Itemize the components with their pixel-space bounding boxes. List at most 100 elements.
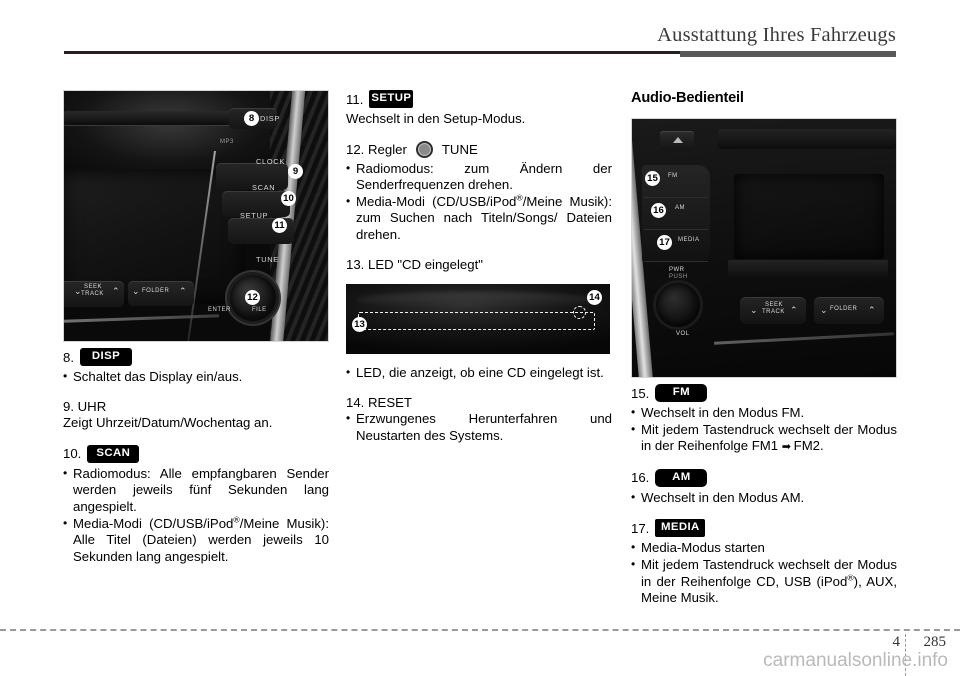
photo-label-vol: VOL — [676, 331, 690, 337]
head-unit-photo: DISP MP3 CLOCK SCAN SETUP TUNE SEEK TRAC… — [63, 90, 329, 342]
cd-slot-photo: 13 14 — [346, 284, 610, 355]
item-8-heading: 8. DISP — [63, 348, 329, 366]
disp-label-chip: DISP — [80, 348, 132, 366]
item-10-bullet-2-a: Media-Modi (CD/USB/iPod — [73, 515, 234, 531]
callout-badge-17: 17 — [657, 235, 672, 250]
cd-slot-outline — [358, 312, 595, 331]
footer-vertical-divider — [905, 634, 906, 676]
photo-label-setup: SETUP — [240, 211, 269, 220]
right-arrow-icon: ➡ — [781, 441, 791, 454]
column-middle: 11. SETUP Wechselt in den Setup-Modus. 1… — [346, 90, 612, 445]
display-screen — [734, 174, 884, 259]
folder-up-chevron-icon: ⌃ — [868, 305, 877, 315]
scan-button — [222, 191, 290, 217]
volume-power-knob — [656, 283, 700, 327]
callout-badge-13: 13 — [352, 317, 367, 333]
photo-label-tune: TUNE — [256, 255, 279, 264]
item-8-bullet-1: Schaltet das Display ein/aus. — [63, 368, 329, 386]
item-15-bullet-2-b: FM2. — [793, 438, 824, 454]
fm-label-chip: FM — [655, 384, 708, 402]
setup-label-chip: SETUP — [369, 90, 414, 108]
callout-badge-14: 14 — [587, 290, 602, 306]
registered-mark: ® — [516, 192, 523, 203]
callout-badge-15: 15 — [645, 171, 660, 186]
seek-up-chevron-icon: ⌃ — [790, 305, 799, 315]
photo-label-folder: FOLDER — [142, 288, 170, 294]
folder-up-chevron-icon: ⌃ — [179, 286, 188, 296]
media-label-chip: MEDIA — [655, 519, 706, 538]
cd-led-outline — [573, 306, 586, 320]
footer-page-number: 285 — [923, 634, 947, 650]
item-13-heading: 13. LED "CD eingelegt" — [346, 256, 483, 272]
photo-label-enter: ENTER — [208, 307, 231, 313]
folder-button — [814, 297, 884, 324]
photo-label-clock: CLOCK — [256, 157, 285, 166]
folder-down-chevron-icon: ⌄ — [820, 305, 829, 315]
item-8: 8. DISP Schaltet das Display ein/aus. — [63, 348, 329, 386]
tune-knob-icon — [415, 140, 433, 158]
photo-label-folder: FOLDER — [830, 306, 858, 312]
item-11-text: Wechselt in den Setup-Modus. — [346, 111, 526, 126]
photo-label-disp: DISP — [260, 114, 281, 123]
item-14-heading: 14. RESET — [346, 394, 412, 410]
seek-up-chevron-icon: ⌃ — [112, 286, 121, 296]
photo-background — [346, 284, 610, 355]
photo-label-file: FILE — [252, 307, 267, 313]
item-15-number: 15. — [631, 385, 650, 401]
audio-control-panel-photo: FM AM MEDIA PWR PUSH VOL SEEK TRACK FOLD… — [631, 118, 897, 378]
item-17-number: 17. — [631, 520, 650, 536]
callout-badge-12: 12 — [245, 290, 260, 305]
item-10-bullet-2: Media-Modi (CD/USB/iPod®/Meine Musik): A… — [63, 514, 329, 566]
footer-chapter-number: 4 — [892, 634, 901, 650]
photo-label-media: MEDIA — [678, 237, 700, 243]
registered-mark: ® — [847, 572, 854, 583]
item-12-bullet-2-b: /Meine Musik): zum Suchen nach Titeln/So… — [356, 193, 612, 242]
display-shelf — [728, 260, 888, 278]
item-16-number: 16. — [631, 470, 650, 486]
header-rule-left — [64, 51, 680, 54]
fm-button — [644, 167, 708, 198]
callout-badge-11: 11 — [272, 218, 287, 233]
item-9: 9. UHR Zeigt Uhrzeit/Datum/Wochentag an. — [63, 399, 329, 432]
item-16-heading: 16. AM — [631, 468, 897, 487]
item-10-number: 10. — [63, 446, 82, 462]
photo-label-push: PUSH — [669, 274, 688, 280]
photo-label-pwr: PWR — [669, 267, 685, 273]
photo-label-track: TRACK — [81, 291, 104, 297]
item-12-prefix: 12. Regler — [346, 141, 407, 157]
page-title: Ausstattung Ihres Fahrzeugs — [657, 24, 896, 46]
photo-label-fm: FM — [668, 173, 678, 179]
folder-button — [128, 281, 194, 306]
item-15-bullet-2-a: Mit jedem Tastendruck wechselt der Modus… — [641, 421, 897, 454]
site-watermark: carmanualsonline.info — [763, 650, 948, 671]
column-left: DISP MP3 CLOCK SCAN SETUP TUNE SEEK TRAC… — [63, 90, 329, 565]
item-17-bullet-2: Mit jedem Tastendruck wechselt der Modus… — [631, 556, 897, 607]
photo-label-scan: SCAN — [252, 183, 276, 192]
callout-badge-10: 10 — [281, 191, 296, 206]
registered-mark: ® — [233, 514, 240, 525]
item-17: 17. MEDIA Media-Modus starten Mit jedem … — [631, 519, 897, 606]
scan-label-chip: SCAN — [87, 444, 140, 463]
photo-label-mp3: MP3 — [220, 139, 234, 145]
item-15-bullet-2: Mit jedem Tastendruck wechselt der Modus… — [631, 421, 897, 456]
item-12: 12. Regler TUNE Radiomodus: zum Ändern d… — [346, 140, 612, 244]
callout-badge-16: 16 — [651, 203, 666, 218]
item-16-bullet-1: Wechselt in den Modus AM. — [631, 489, 897, 507]
item-12-bullet-1: Radiomodus: zum Ändern der Senderfrequen… — [346, 160, 612, 194]
clock-button — [216, 163, 288, 190]
seek-track-button — [64, 281, 124, 307]
item-9-heading: 9. UHR — [63, 398, 107, 414]
item-13: 13. LED "CD eingelegt" 13 14 LED, die an… — [346, 257, 612, 382]
item-17-bullet-2-a: Mit jedem Tastendruck wechselt der Modus… — [641, 556, 897, 589]
photo-label-track: TRACK — [762, 309, 785, 315]
item-8-number: 8. — [63, 349, 74, 365]
page-header: Ausstattung Ihres Fahrzeugs — [0, 0, 960, 62]
item-12-bullet-2-a: Media-Modi (CD/USB/iPod — [356, 193, 517, 209]
item-14-bullet-1: Erzwungenes Herunterfahren und Neustarte… — [346, 410, 612, 444]
item-12-heading: 12. Regler TUNE — [346, 140, 612, 158]
item-10-bullet-1: Radiomodus: Alle empfangbaren Sender wer… — [63, 465, 329, 516]
seek-track-button — [740, 297, 806, 324]
item-15-bullet-1: Wechselt in den Modus FM. — [631, 404, 897, 422]
item-12-suffix: TUNE — [441, 141, 478, 157]
